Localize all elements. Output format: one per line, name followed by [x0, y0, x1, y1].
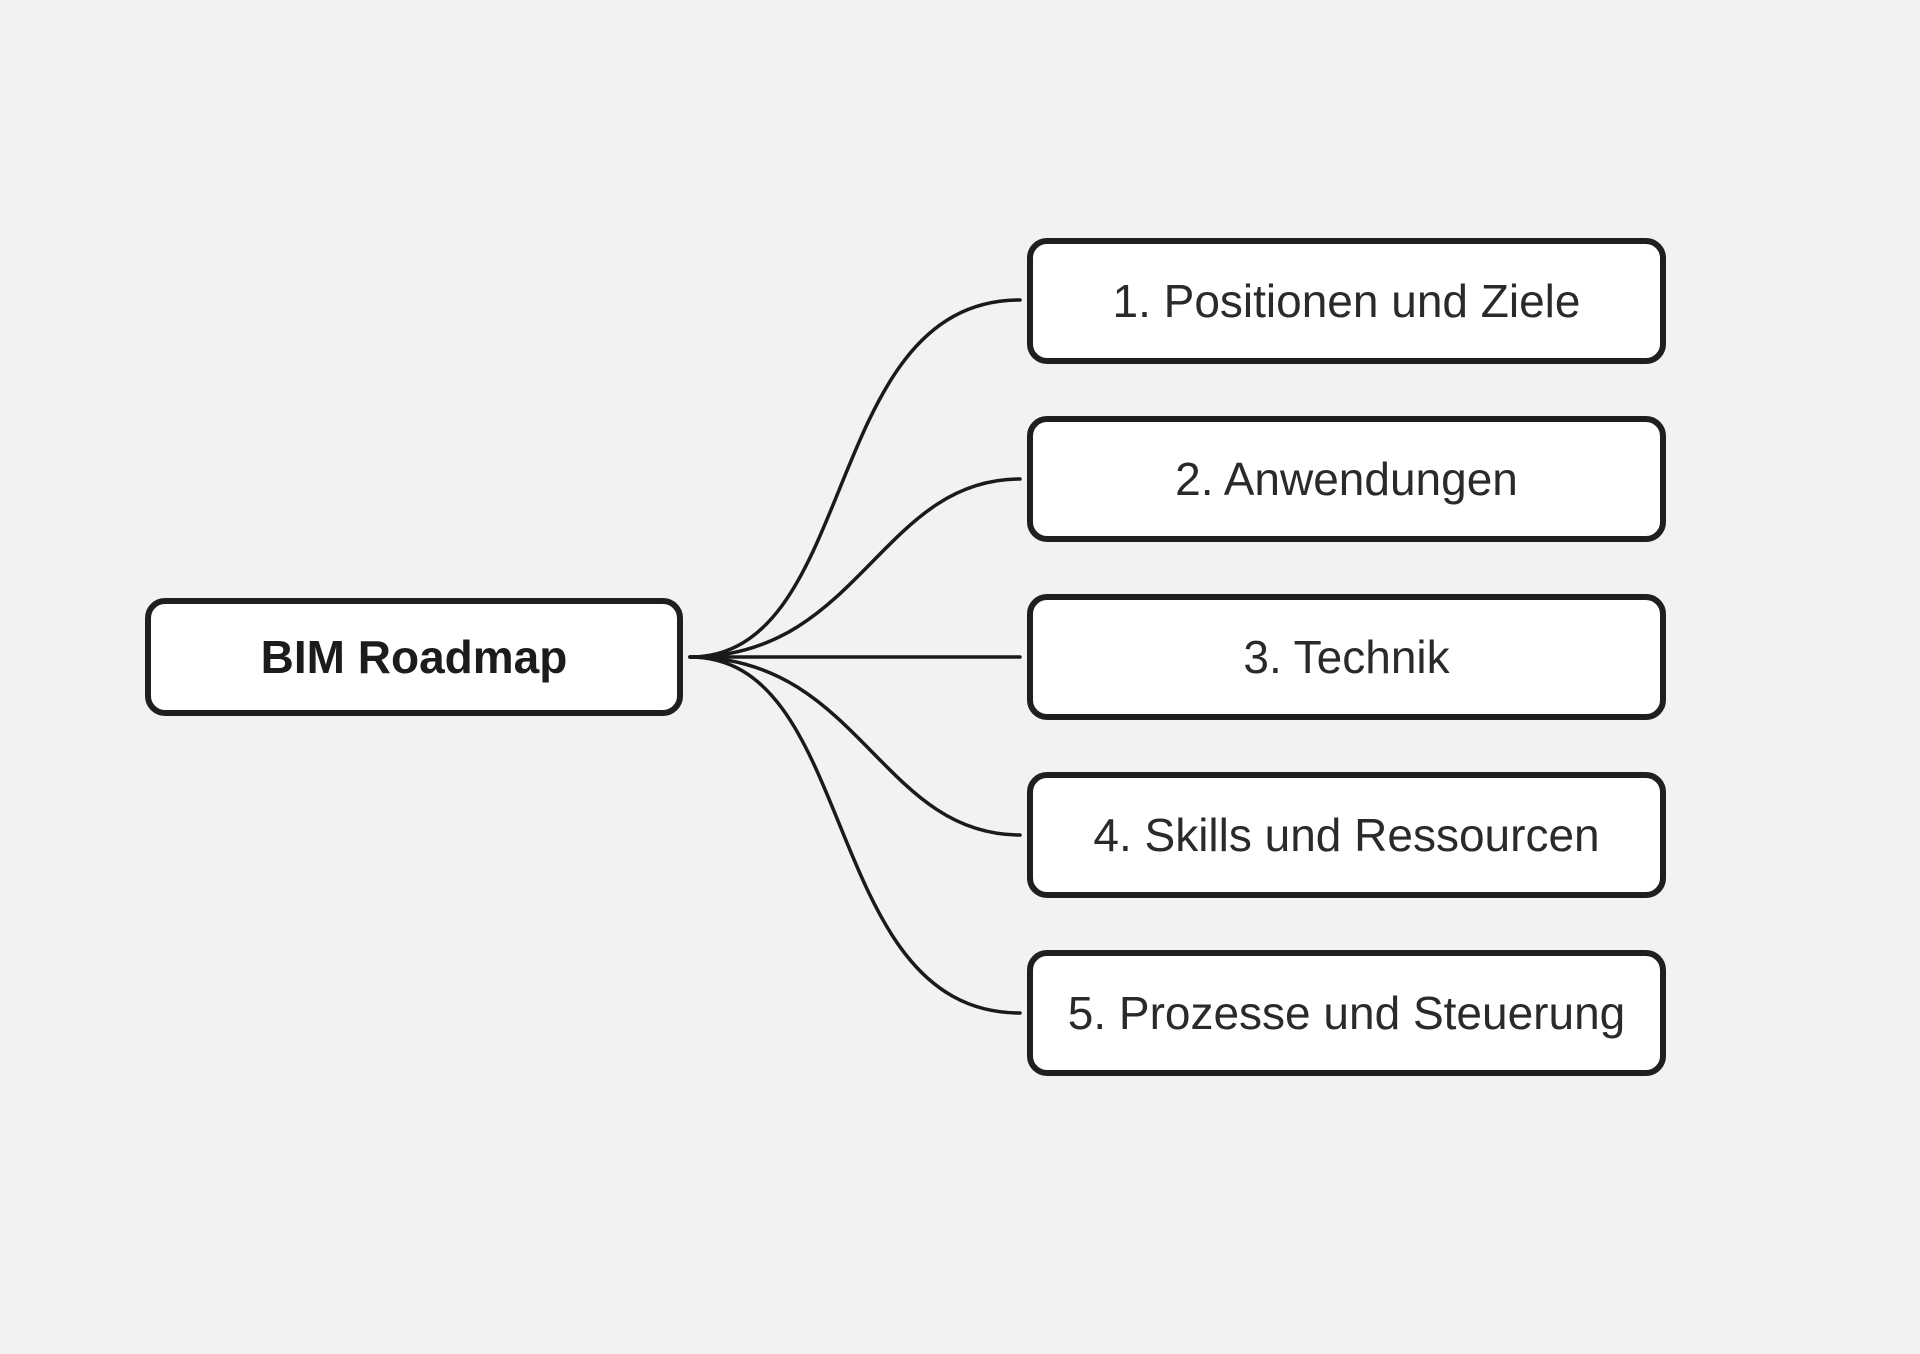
child-node-positionen-und-ziele[interactable]: 1. Positionen und Ziele — [1027, 238, 1666, 364]
connector-to-skills-und-ressourcen — [688, 655, 1022, 837]
child-node-label: 5. Prozesse und Steuerung — [1067, 987, 1626, 1039]
connector-to-positionen-und-ziele — [688, 298, 1022, 659]
child-node-skills-und-ressourcen[interactable]: 4. Skills und Ressourcen — [1027, 772, 1666, 898]
child-node-anwendungen[interactable]: 2. Anwendungen — [1027, 416, 1666, 542]
child-node-label: 4. Skills und Ressourcen — [1093, 809, 1600, 861]
connector-to-prozesse-und-steuerung — [688, 655, 1022, 1015]
root-node-label: BIM Roadmap — [260, 631, 568, 683]
root-node-bim-roadmap[interactable]: BIM Roadmap — [145, 598, 683, 716]
child-node-label: 2. Anwendungen — [1175, 453, 1518, 505]
connector-to-anwendungen — [688, 477, 1022, 659]
child-node-label: 3. Technik — [1243, 631, 1450, 683]
child-node-technik[interactable]: 3. Technik — [1027, 594, 1666, 720]
child-node-prozesse-und-steuerung[interactable]: 5. Prozesse und Steuerung — [1027, 950, 1666, 1076]
child-node-label: 1. Positionen und Ziele — [1112, 275, 1581, 327]
